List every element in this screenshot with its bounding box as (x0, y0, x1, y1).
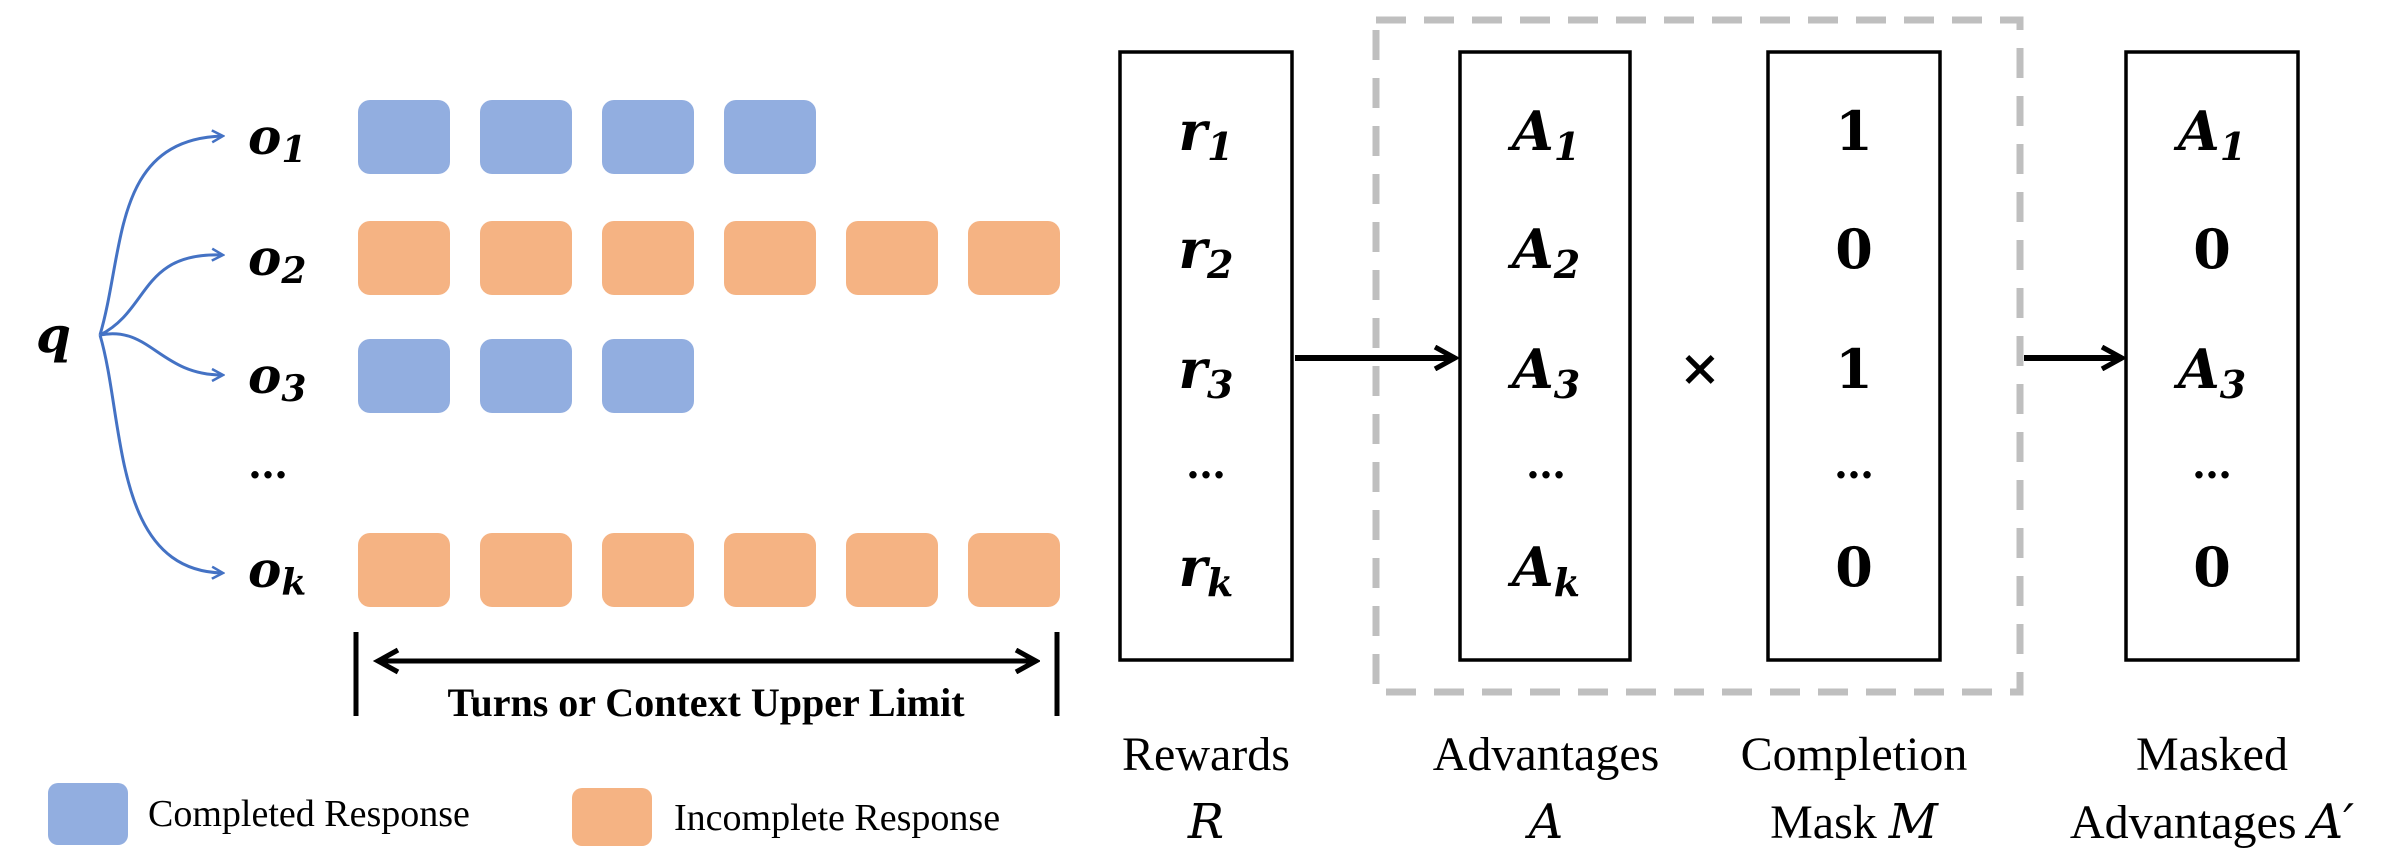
legend-incomplete-label: Incomplete Response (674, 797, 1000, 839)
rewards-box (1118, 50, 1294, 662)
token-completed (602, 339, 694, 413)
advantages-box (1458, 50, 1632, 662)
token-incomplete (602, 221, 694, 295)
rewards-cell: r3 (1179, 337, 1234, 407)
mask-cell: 1 (1835, 99, 1873, 163)
rewards-caption-line1: Rewards (1122, 728, 1290, 781)
token-completed (358, 100, 450, 174)
advantages-cell: Ak (1507, 535, 1580, 605)
branch-arrow-o3 (99, 332, 222, 375)
advantages-caption-line1: Advantages (1433, 728, 1660, 781)
output-label-3: o3 (248, 346, 306, 410)
rewards-cell: r2 (1179, 217, 1234, 287)
mask-box (1766, 50, 1942, 662)
masked-cell: 0 (2193, 217, 2231, 281)
rewards-caption-line2: R (1187, 794, 1224, 850)
masked-cell: … (2192, 441, 2232, 488)
output-label-2: o2 (248, 228, 306, 292)
branch-arrow-o1 (98, 136, 222, 336)
token-incomplete (846, 533, 938, 607)
token-incomplete (968, 221, 1060, 295)
mask-cell: … (1834, 441, 1874, 488)
masked-cell: A1 (2173, 99, 2246, 169)
masked-caption-line1: Masked (2136, 728, 2288, 781)
advantages-cell: A1 (1507, 99, 1580, 169)
masked-caption-line2: Advantages A′ (2070, 794, 2354, 850)
token-completed (480, 339, 572, 413)
advantages-cell: A2 (1507, 217, 1580, 287)
mask-caption-line2: Mask M (1770, 794, 1940, 850)
masked-cell: 0 (2193, 535, 2231, 599)
mask-cell: 1 (1835, 337, 1873, 401)
times-symbol: × (1679, 338, 1721, 397)
legend-incomplete-swatch (572, 788, 652, 846)
limit-label: Turns or Context Upper Limit (447, 680, 965, 725)
advantages-caption-line2: A (1525, 794, 1564, 850)
output-label-ellipsis: … (248, 441, 288, 488)
limit-bar: Turns or Context Upper Limit (353, 632, 1060, 725)
token-completed (358, 339, 450, 413)
legend-completed-swatch (48, 783, 128, 845)
dashed-group-box (1372, 16, 2024, 696)
limit-arrow-left-head (372, 647, 400, 675)
advantages-cell: … (1526, 441, 1566, 488)
output-label-1: o1 (248, 107, 306, 171)
token-incomplete (480, 221, 572, 295)
mask-cell: 0 (1835, 217, 1873, 281)
token-completed (724, 100, 816, 174)
token-incomplete (602, 533, 694, 607)
legend-completed-label: Completed Response (148, 793, 470, 835)
token-incomplete (846, 221, 938, 295)
rewards-cell: r1 (1179, 99, 1234, 169)
masked-cell: A3 (2173, 337, 2246, 407)
branch-arrows (98, 136, 222, 573)
branch-arrow-o2 (99, 255, 222, 337)
token-incomplete (724, 221, 816, 295)
mask-cell: 0 (1835, 535, 1873, 599)
rewards-cell: … (1186, 441, 1226, 488)
query-label: q (36, 305, 71, 364)
mask-caption-line1: Completion (1741, 728, 1968, 781)
legend: Completed Response Incomplete Response (48, 783, 1000, 846)
branch-arrow-ok (98, 334, 222, 573)
rewards-cell: rk (1179, 535, 1234, 605)
output-rows: o1 o2 o3 … ok (248, 100, 1060, 607)
token-incomplete (724, 533, 816, 607)
advantages-cell: A3 (1507, 337, 1580, 407)
token-incomplete (968, 533, 1060, 607)
token-incomplete (480, 533, 572, 607)
token-incomplete (358, 533, 450, 607)
token-incomplete (358, 221, 450, 295)
output-label-k: ok (248, 540, 306, 604)
masked-advantages-box (2124, 50, 2300, 662)
token-completed (602, 100, 694, 174)
token-completed (480, 100, 572, 174)
